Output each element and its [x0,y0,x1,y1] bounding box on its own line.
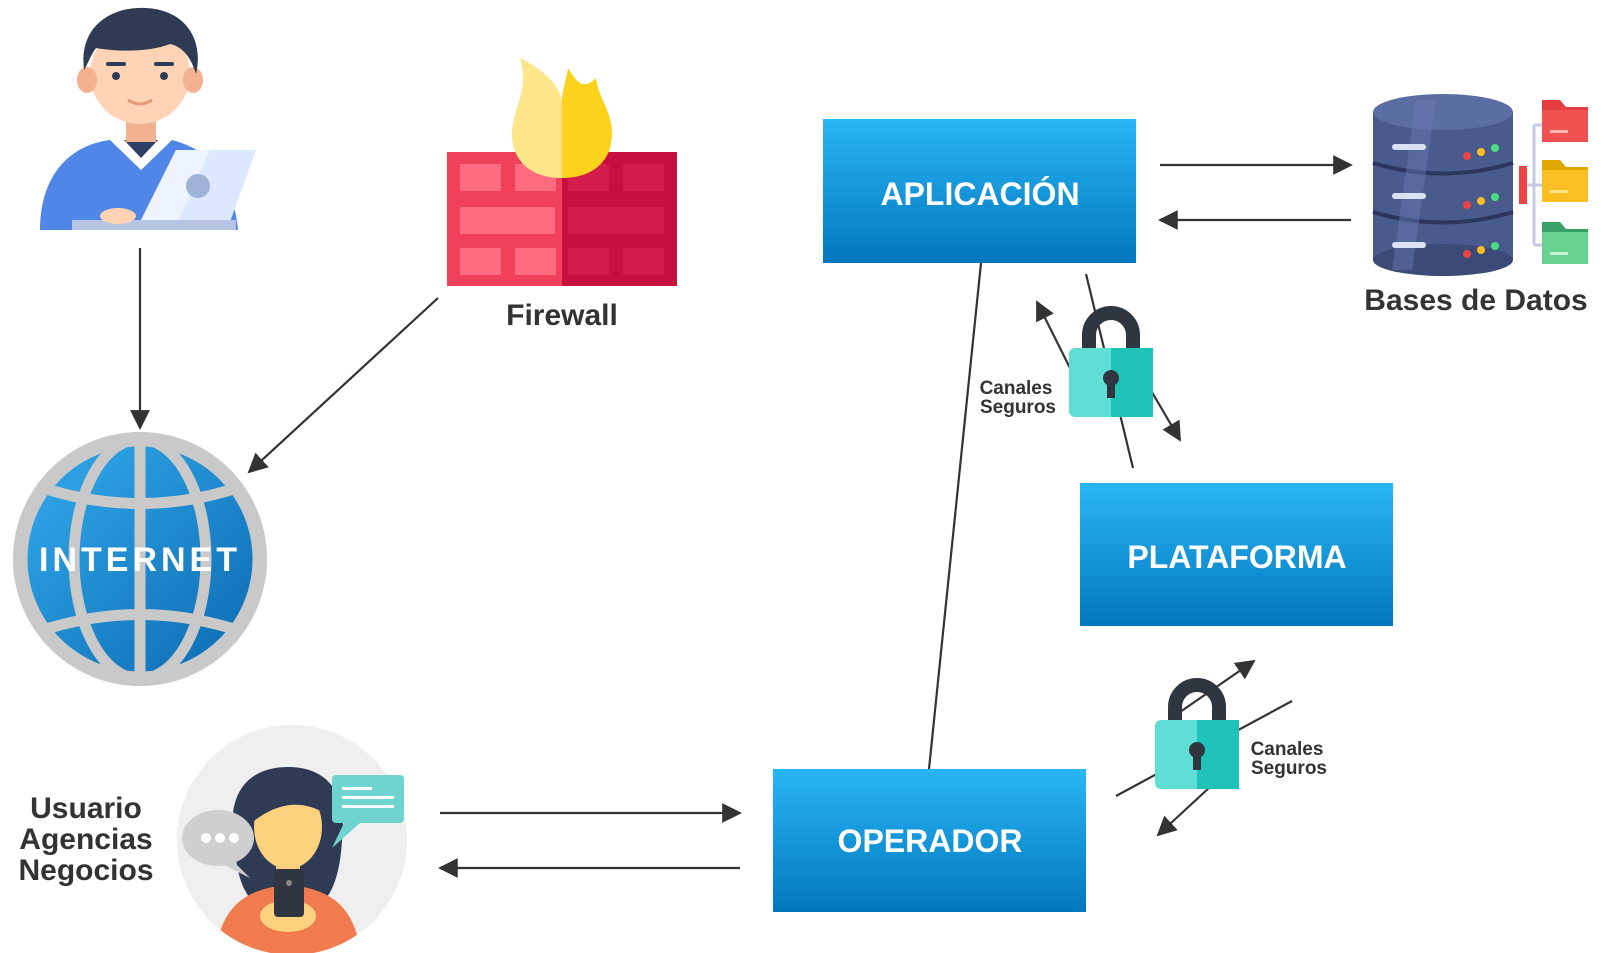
firewall-icon: Firewall [447,58,677,332]
firewall-to-internet-arrow [247,297,439,474]
aplicacion-label: APLICACIÓN [880,176,1079,212]
internet-label: INTERNET [39,541,241,579]
secure-channel-upper-label: Canales Seguros [980,378,1056,418]
connectors [130,155,1353,878]
firewall-label: Firewall [506,299,618,332]
aplicacion-box: APLICACIÓN [823,119,1136,263]
secure-channel-lower-label: Canales Seguros [1251,739,1327,779]
secure-channel-upper-line2: Seguros [980,397,1056,418]
users-label: Usuario Agencias Negocios [18,792,153,887]
lock-icon [1155,678,1239,789]
secure-channel-upper-line1: Canales [980,378,1053,399]
operador-label: OPERADOR [838,823,1023,859]
users-label-line3: Negocios [18,854,153,887]
chat-bubble-icon [182,810,254,878]
plataforma-label: PLATAFORMA [1127,539,1346,575]
chat-bubble-icon [332,775,404,848]
plataforma-box: PLATAFORMA [1080,483,1393,626]
globe-icon: INTERNET [13,432,267,686]
folder-icon [1542,100,1588,264]
woman-phone-icon [177,725,407,953]
users-label-line2: Agencias [19,823,152,856]
database-icon [1372,94,1542,276]
lock-icon [1069,306,1153,417]
app-operador-line [927,262,983,770]
bases-de-datos-label: Bases de Datos [1364,284,1587,317]
user-laptop-icon [40,7,256,230]
users-label-line1: Usuario [30,792,142,825]
operador-box: OPERADOR [773,769,1086,912]
secure-channel-lower-line2: Seguros [1251,758,1327,779]
secure-channel-lower-line1: Canales [1251,739,1324,760]
